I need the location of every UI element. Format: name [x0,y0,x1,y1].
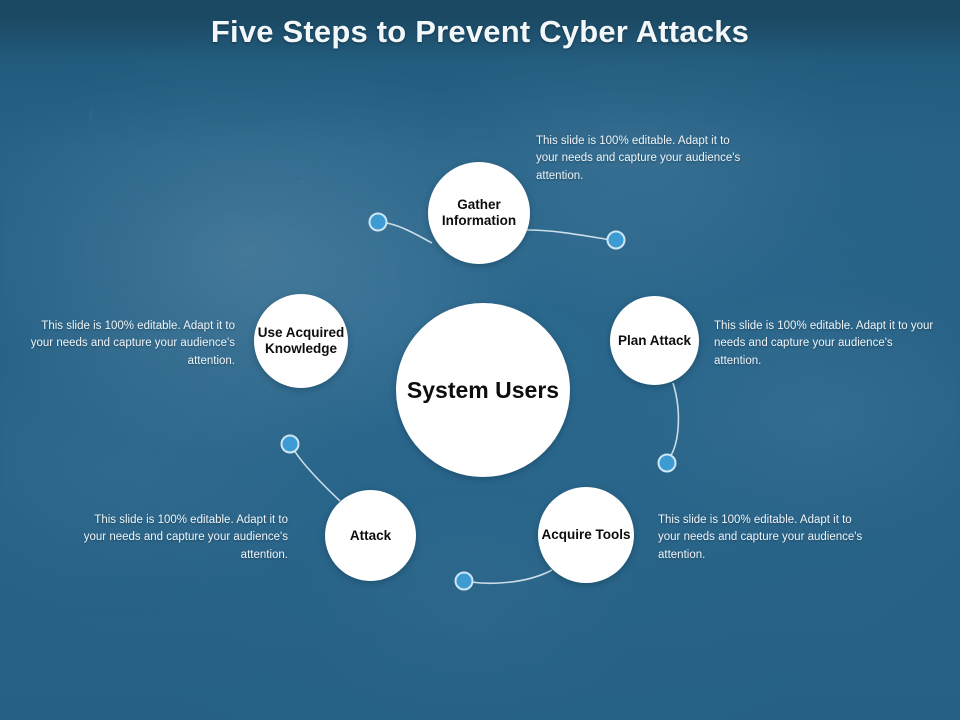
blurb-left: This slide is 100% editable. Adapt it to… [30,320,235,367]
connector-path-attack [293,449,341,502]
slide-title: Five Steps to Prevent Cyber Attacks [210,14,750,49]
node-acquire-tools[interactable]: Acquire Tools [538,487,634,583]
blurb-bottom-left: This slide is 100% editable. Adapt it to… [83,514,288,561]
connector-dot-attack[interactable] [280,434,300,454]
blurb-bottom-right: This slide is 100% editable. Adapt it to… [658,514,863,561]
node-plan-attack[interactable]: Plan Attack [610,296,699,385]
connector-path-top-right [526,229,612,241]
node-attack[interactable]: Attack [325,490,416,581]
connector-path-gather [380,221,433,244]
node-use-acquired-knowledge[interactable]: Use Acquired Knowledge [254,294,348,388]
node-gather-information[interactable]: Gather Information [428,162,530,264]
connector-path-plan [669,382,680,458]
center-node-system-users[interactable]: System Users [396,303,570,477]
connector-dot-acquire[interactable] [454,571,474,591]
connector-path-acquire [470,569,553,584]
blurb-right: This slide is 100% editable. Adapt it to… [714,320,934,367]
blurb-top-right: This slide is 100% editable. Adapt it to… [536,135,741,182]
connector-dot-plan[interactable] [657,453,677,473]
connector-dot-top-right[interactable] [606,230,626,250]
connector-dot-gather[interactable] [368,212,388,232]
